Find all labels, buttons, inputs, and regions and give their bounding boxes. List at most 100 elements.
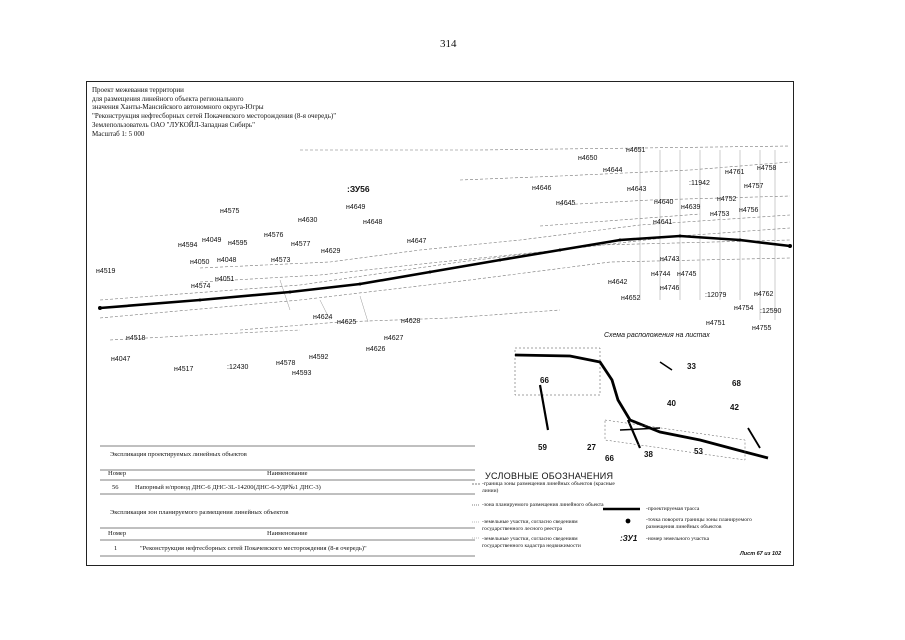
parcel-label: н4647 xyxy=(407,238,427,245)
legend-item: -зона планируемого размещения линейного … xyxy=(482,502,604,508)
legend-parcel-symbol: :ЗУ1 xyxy=(620,534,638,543)
parcel-label: н4640 xyxy=(654,199,674,206)
parcel-label: н4519 xyxy=(96,268,116,275)
parcel-label: н4592 xyxy=(309,354,329,361)
objects-col-number: Номер xyxy=(108,470,127,477)
parcel-label: н4630 xyxy=(298,217,318,224)
title-line: "Реконструкция нефтесборных сетей Покаче… xyxy=(92,112,337,121)
objects-table-title: Экспликация проектируемых линейных объек… xyxy=(110,451,247,458)
parcel-label: н4752 xyxy=(717,196,737,203)
sheet-number: 66 xyxy=(540,376,549,385)
zones-col-name: Наименование xyxy=(267,530,308,537)
parcel-label: н4744 xyxy=(651,271,671,278)
inset-map xyxy=(514,347,769,461)
title-line: Масштаб 1: 5 000 xyxy=(92,129,145,138)
parcel-label: н4652 xyxy=(621,295,641,302)
grid-hatching xyxy=(279,150,776,323)
zones-table-title: Экспликация зон планируемого размещения … xyxy=(110,509,289,516)
sheet-number: 66 xyxy=(605,454,614,463)
parcel-label: н4756 xyxy=(739,207,759,214)
parcel-label: н4627 xyxy=(384,335,404,342)
title-line: Землепользователь ОАО "ЛУКОЙЛ-Западная С… xyxy=(92,120,255,129)
sheet-number: 59 xyxy=(538,443,547,452)
table-row-name: "Реконструкция нефтесборных сетей Покаче… xyxy=(140,545,367,552)
sheet-number: 27 xyxy=(587,443,596,452)
parcel-label: н4625 xyxy=(337,319,357,326)
sheet-number: 53 xyxy=(694,447,703,456)
legend-area-lines xyxy=(100,445,475,557)
parcel-label: н4594 xyxy=(178,242,198,249)
parcel-label: н4593 xyxy=(292,370,312,377)
legend-title: УСЛОВНЫЕ ОБОЗНАЧЕНИЯ xyxy=(485,471,614,481)
parcel-label: н4751 xyxy=(706,320,726,327)
parcel-label: н4051 xyxy=(215,276,235,283)
title-block: Проект межевания территории для размещен… xyxy=(92,86,422,138)
parcel-label: н4758 xyxy=(757,165,777,172)
legend-item: -земельные участки, согласно сведениям г… xyxy=(482,519,578,532)
parcel-label: н4743 xyxy=(660,256,680,263)
parcel-label: н4050 xyxy=(190,259,210,266)
parcel-label: н4642 xyxy=(608,279,628,286)
parcel-label: н4626 xyxy=(366,346,386,353)
parcel-label: н4624 xyxy=(313,314,333,321)
parcel-label: н4755 xyxy=(752,325,772,332)
parcel-label: н4649 xyxy=(346,204,366,211)
parcel-label: н4753 xyxy=(710,211,730,218)
parcel-label: н4048 xyxy=(217,257,237,264)
zone-label: :ЗУ56 xyxy=(347,184,370,194)
parcel-label: :11942 xyxy=(689,180,710,187)
parcel-label: н4578 xyxy=(276,360,296,367)
parcel-label: н4577 xyxy=(291,241,311,248)
table-row-number: 56 xyxy=(112,484,119,491)
parcel-label: н4049 xyxy=(202,237,222,244)
parcel-label: :12590 xyxy=(760,308,782,315)
parcel-label: н4648 xyxy=(363,219,383,226)
parcel-label: :12430 xyxy=(227,364,249,371)
sheet-number: 38 xyxy=(644,450,653,459)
sheet-number: 42 xyxy=(730,403,739,412)
legend-item: -проектируемая трасса xyxy=(646,506,700,512)
parcel-label: н4745 xyxy=(677,271,697,278)
parcel-label: н4628 xyxy=(401,318,421,325)
page-number: 314 xyxy=(440,38,457,50)
inset-title: Схема расположения на листах xyxy=(604,332,710,339)
table-row-number: 1 xyxy=(114,545,118,552)
parcel-label: :12079 xyxy=(705,292,727,299)
parcel-label: н4639 xyxy=(681,204,701,211)
parcel-label: н4047 xyxy=(111,356,131,363)
title-line: Проект межевания территории xyxy=(92,86,184,94)
parcel-label: н4629 xyxy=(321,248,341,255)
parcel-label: н4762 xyxy=(754,291,774,298)
zones-col-number: Номер xyxy=(108,530,127,537)
map-frame xyxy=(86,81,794,566)
parcel-label: н4644 xyxy=(603,167,623,174)
parcel-label: н4650 xyxy=(578,155,598,162)
parcel-label: н4576 xyxy=(264,232,284,239)
table-row-name: Напорный н/провод ДНС-6 ДНС-3L-14200(ДНС… xyxy=(135,484,321,491)
parcel-label: н4651 xyxy=(626,147,646,154)
parcel-label: н4574 xyxy=(191,283,211,290)
objects-col-name: Наименование xyxy=(267,470,308,477)
parcel-label: н4643 xyxy=(627,186,647,193)
parcel-label: н4518 xyxy=(126,335,146,342)
parcel-label: н4645 xyxy=(556,200,576,207)
legend-item: -точка поворота границы зоны планируемог… xyxy=(646,517,752,530)
parcel-label: н4761 xyxy=(725,169,745,176)
route-vertices xyxy=(98,234,792,310)
parcel-label: н4573 xyxy=(271,257,291,264)
parcel-label: н4646 xyxy=(532,185,552,192)
title-line: значения Ханты-Мансийского автономного о… xyxy=(92,103,264,112)
parcel-label: н4595 xyxy=(228,240,248,247)
legend-item: -номер земельного участка xyxy=(646,536,710,542)
sheet-number: 33 xyxy=(687,362,696,371)
parcel-label: н4757 xyxy=(744,183,764,190)
parcel-label: н4746 xyxy=(660,285,680,292)
parcel-label: н4641 xyxy=(653,219,673,226)
parcel-label: н4517 xyxy=(174,366,194,373)
legend-item: -земельные участки, согласно сведениям г… xyxy=(482,536,581,549)
sheet-info: Лист 67 из 102 xyxy=(740,551,782,557)
title-line: для размещения линейного объекта региона… xyxy=(92,94,244,103)
sheet-number: 40 xyxy=(667,399,676,408)
parcel-label: н4754 xyxy=(734,305,754,312)
